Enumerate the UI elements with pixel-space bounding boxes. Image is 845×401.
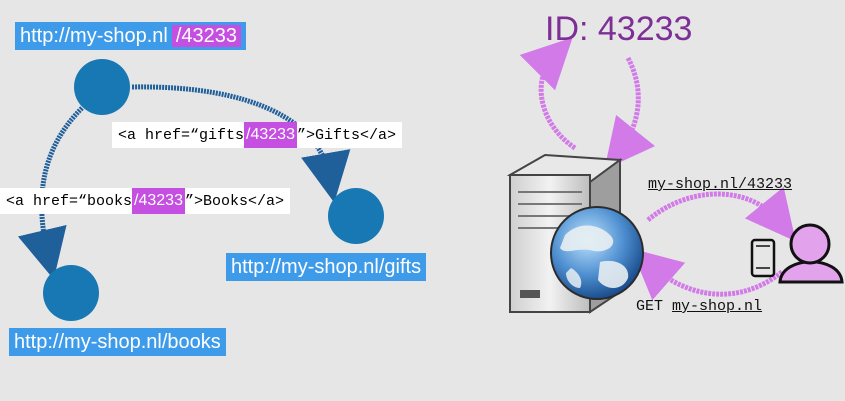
gifts-link-prefix: <a href=“gifts	[118, 127, 245, 144]
arrow-root-to-gifts	[131, 84, 351, 203]
root-url-id: /43233	[171, 25, 242, 47]
books-link-id: /43233	[132, 188, 185, 214]
books-link-code: <a href=“books/43233”>Books</a>	[0, 188, 290, 214]
globe-icon	[550, 206, 644, 300]
gifts-url-label: http://my-shop.nl/gifts	[226, 253, 427, 281]
gifts-link-code: <a href=“gifts/43233”>Gifts</a>	[112, 122, 402, 148]
gifts-link-id: /43233	[244, 122, 297, 148]
phone-icon	[750, 238, 776, 278]
root-url-base: http://my-shop.nl	[20, 25, 168, 47]
request-label: GET my-shop.nl	[636, 298, 762, 315]
user-icon	[778, 223, 844, 284]
request-method: GET	[636, 298, 664, 315]
root-url-label: http://my-shop.nl/43233	[15, 22, 247, 50]
response-url-label: my-shop.nl/43233	[648, 176, 793, 193]
books-link-prefix: <a href=“books	[6, 193, 133, 210]
arrow-server-up	[519, 37, 577, 151]
root-node	[74, 59, 130, 115]
arrow-request-to-server	[631, 248, 784, 301]
books-link-suffix: ”>Books</a>	[184, 193, 284, 210]
books-url-label: http://my-shop.nl/books	[9, 328, 226, 356]
id-label: ID: 43233	[545, 10, 693, 48]
books-node	[43, 265, 99, 321]
gifts-node	[328, 188, 384, 244]
arrow-response-to-user	[646, 186, 796, 242]
arrow-root-to-books	[17, 106, 84, 280]
arrow-id-down	[604, 56, 656, 170]
gifts-link-suffix: ”>Gifts</a>	[296, 127, 396, 144]
request-url: my-shop.nl	[672, 298, 763, 315]
